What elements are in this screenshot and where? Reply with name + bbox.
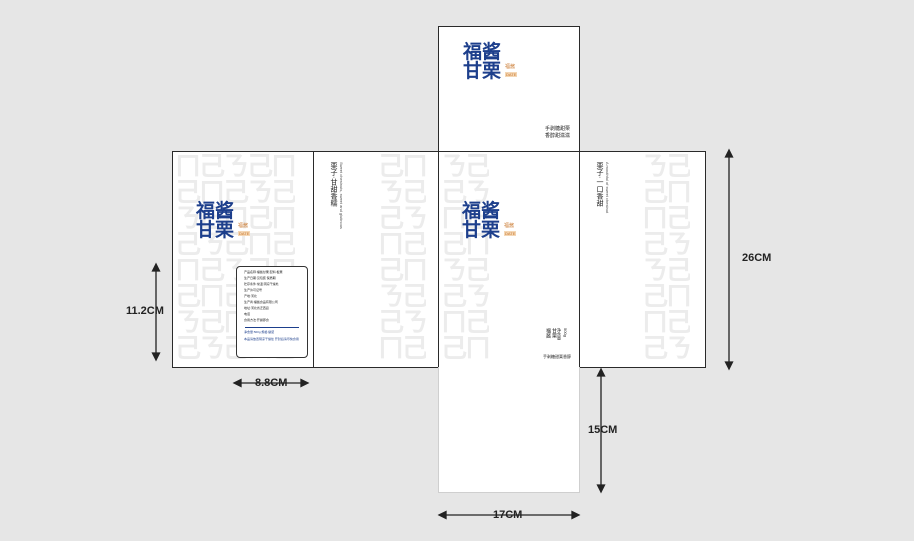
logo-date: DATE <box>505 72 518 77</box>
dim-label-8-8cm: 8.8CM <box>255 377 288 389</box>
front-small-1: 福酱 <box>545 328 551 338</box>
front-panel: ㄋ己 己ㄋ ㄇ己 己ㄇ ㄋ己 己ㄋ ㄇ己 己ㄇ 福酱 甘栗 福酱 DATE 福酱… <box>439 152 579 367</box>
logo-line1: 福酱 <box>196 200 235 222</box>
info-line-3: 贮存条件:常温 阴凉干燥处 <box>244 282 279 286</box>
logo-line1: 福酱 <box>463 41 502 63</box>
logo-date: DATE <box>238 231 251 236</box>
logo-tag: 福酱 <box>504 223 515 229</box>
front-logo: 福酱 甘栗 福酱 DATE <box>462 200 517 241</box>
front-small-4: 500g <box>563 328 568 337</box>
top-flap-text2: 香醇甜滋滋 <box>545 133 571 139</box>
logo-line2: 甘栗 <box>463 60 502 82</box>
background-pattern: ㄇ己ㄋ己ㄇ 己ㄇ己ㄋ己 ㄋ己ㄇ己ㄇ 己ㄋ己ㄇ己 ㄇ己ㄋ己ㄇ 己ㄇ己ㄋ己 ㄋ己ㄇ己… <box>175 154 296 362</box>
info-line-2: 生产日期:见包装 保质期 <box>244 276 276 280</box>
front-bottom-text: 手剥糖甜栗香醇 <box>543 354 571 359</box>
dim-label-17cm: 17CM <box>493 509 523 521</box>
logo-line2: 甘栗 <box>196 219 235 241</box>
logo-line2: 甘栗 <box>462 219 501 241</box>
product-info-box: 产品名称:福酱甘栗 配料:板栗 生产日期:见包装 保质期 贮存条件:常温 阴凉干… <box>236 266 308 358</box>
side-left-slogan-en: Sweet chestnuts, sweet and glutinous <box>339 162 344 229</box>
logo-tag: 福酱 <box>238 223 249 229</box>
fold-line <box>438 151 439 368</box>
side-logo: 福酱 甘栗 福酱 DATE <box>196 200 251 241</box>
info-bottom-2: 本品请放置阴凉干燥处 开封后请尽快食用 <box>244 337 299 341</box>
bottom-flap-panel <box>438 367 580 493</box>
logo-tag: 福酱 <box>505 64 516 70</box>
info-line-5: 产地:河北 <box>244 294 257 298</box>
info-line-1: 产品名称:福酱甘栗 配料:板栗 <box>244 270 283 274</box>
side-right-slogan-en: A mouthful of sweet chestnut <box>605 162 610 214</box>
dim-label-15cm: 15CM <box>588 424 618 436</box>
top-flap-text1: 手剥糖甜栗 <box>545 126 571 132</box>
info-line-8: 电话 <box>244 312 251 316</box>
info-bottom-1: 净含量:500g 规格:袋装 <box>244 330 275 334</box>
fold-line <box>579 151 580 368</box>
front-small-3: 净含量 <box>557 328 562 340</box>
dim-label-26cm: 26CM <box>742 252 772 264</box>
side-right-slogan: 栗子·一口香甜 <box>596 162 603 207</box>
top-logo: 福酱 甘栗 福酱 DATE <box>463 41 518 82</box>
info-line-9: 食用方法:开袋即食 <box>244 318 269 322</box>
logo-line1: 福酱 <box>462 200 501 222</box>
front-small-2: 甘栗 <box>551 328 557 338</box>
background-pattern: ㄋ己 己ㄋ ㄇ己 己ㄇ ㄋ己 己ㄋ ㄇ己 己ㄇ <box>441 154 490 362</box>
background-pattern: 己ㄇ ㄋ己 己ㄋ ㄇ己 己ㄇ ㄋ己 己ㄋ ㄇ己 <box>378 154 427 362</box>
info-divider <box>245 327 299 328</box>
top-flap-panel: 福酱 甘栗 福酱 DATE 手剥糖甜栗 香醇甜滋滋 <box>438 26 580 152</box>
right-side-panel: ㄋ己 己ㄇ ㄇ己 己ㄋ ㄋ己 己ㄇ ㄇ己 己ㄋ 栗子·一口香甜 A mouthf… <box>580 152 705 367</box>
info-line-4: 生产许可证号 <box>244 288 263 292</box>
fold-line <box>313 151 314 368</box>
info-line-6: 生产商:福酱食品有限公司 <box>244 300 278 304</box>
logo-date: DATE <box>504 231 517 236</box>
info-line-7: 地址:河北省迁西县 <box>244 306 269 310</box>
middle-side-panel: 己ㄇ ㄋ己 己ㄋ ㄇ己 己ㄇ ㄋ己 己ㄋ ㄇ己 栗子·甘甜香糯 Sweet ch… <box>314 152 438 367</box>
side-left-slogan: 栗子·甘甜香糯 <box>330 162 337 207</box>
dim-label-11-2cm: 11.2CM <box>126 305 164 317</box>
background-pattern: ㄋ己 己ㄇ ㄇ己 己ㄋ ㄋ己 己ㄇ ㄇ己 己ㄋ <box>642 154 691 362</box>
